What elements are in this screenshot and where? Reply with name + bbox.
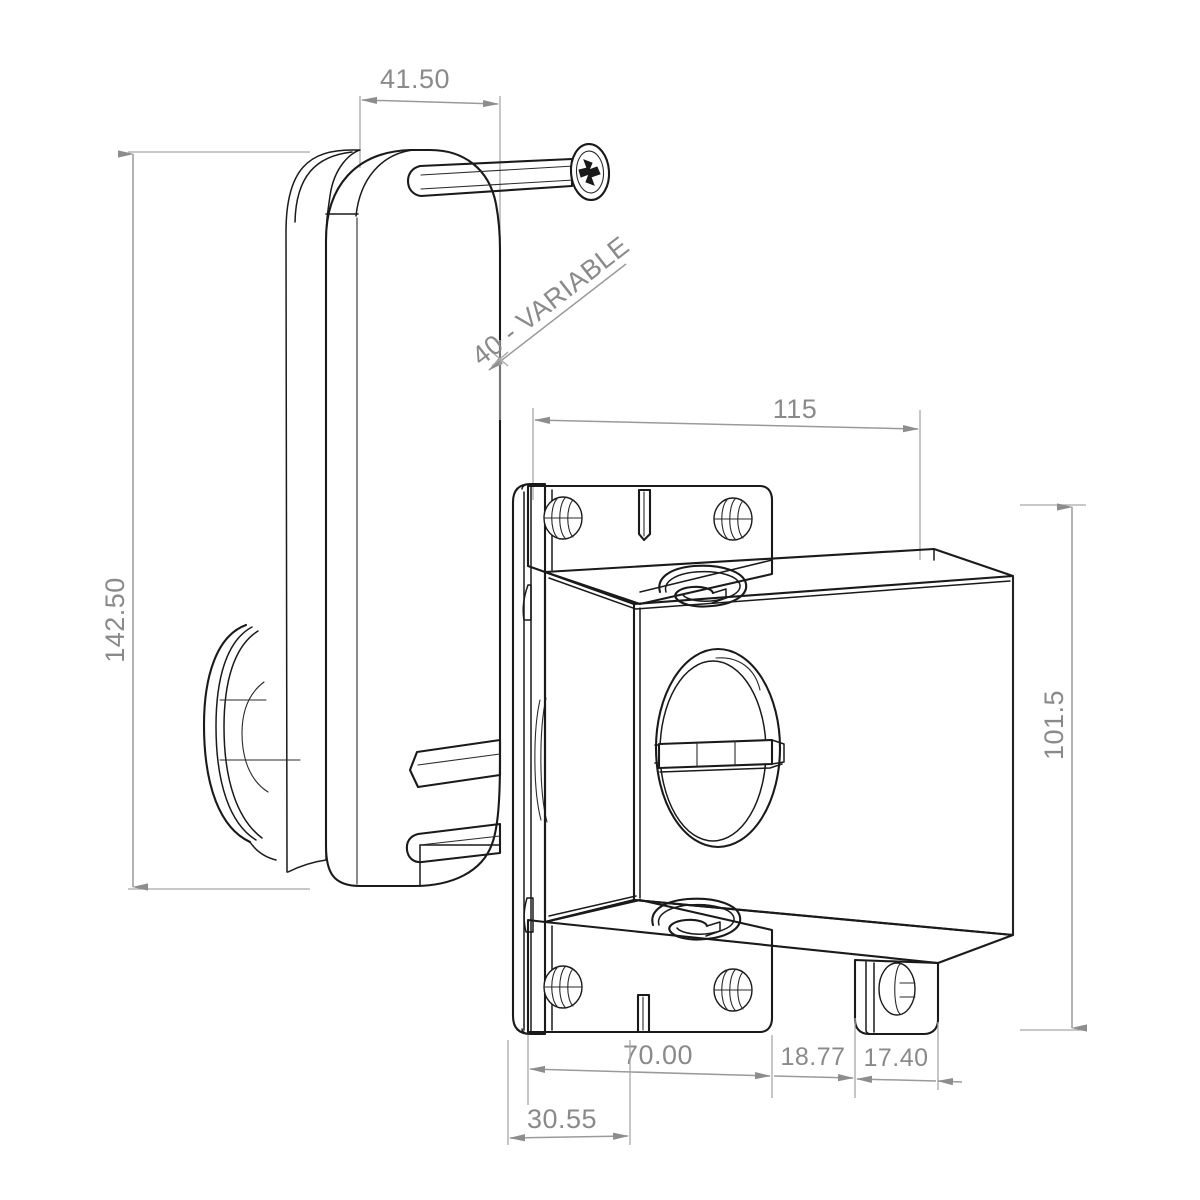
phillips-head-screw <box>569 142 611 202</box>
upper-mounting-flange <box>526 484 774 606</box>
dimension-label-40-variable: 40 - VARIABLE <box>466 230 635 371</box>
dimension-top-width: 41.50 <box>359 64 501 420</box>
dimension-offset-bottom: 30.55 <box>507 1040 631 1145</box>
dimension-label-41-50: 41.50 <box>380 64 450 94</box>
rectangular-enclosure <box>543 547 1015 965</box>
spiral-emblem-bottom <box>651 897 742 941</box>
dimension-label-70-00: 70.00 <box>623 1040 693 1070</box>
side-mounting-tab <box>853 958 940 1036</box>
lower-support-rod <box>405 822 502 864</box>
cylindrical-shaft <box>406 157 575 198</box>
screw-hole-bottom-left <box>543 965 583 1009</box>
spiral-emblem-top <box>658 564 748 608</box>
dimension-label-30-55: 30.55 <box>527 1104 597 1134</box>
dimension-label-115: 115 <box>773 394 818 424</box>
upper-support-rod <box>408 738 502 789</box>
leader-40-variable: 40 - VARIABLE <box>466 230 635 420</box>
rounded-rectangular-housing <box>285 148 502 888</box>
dimension-left-height: 142.50 <box>100 150 310 891</box>
screw-hole-bottom-right <box>713 968 753 1012</box>
rear-circular-disc <box>202 623 301 861</box>
dimension-base-chain: 70.00 18.77 17.40 <box>527 1018 963 1105</box>
cable-clamp-bar <box>654 738 785 773</box>
dimension-box-width: 115 <box>532 394 921 560</box>
vertical-mounting-plate <box>511 482 548 1036</box>
screw-hole-top-right <box>713 497 753 541</box>
dimension-label-101-5: 101.5 <box>1039 690 1069 760</box>
dimension-label-142-50: 142.50 <box>100 577 130 663</box>
lower-mounting-flange <box>526 898 774 1034</box>
dimension-label-18-77: 18.77 <box>780 1043 845 1071</box>
dimension-box-height: 101.5 <box>1020 503 1087 1032</box>
phillips-cross-icon <box>578 159 601 186</box>
dimension-label-17-40: 17.40 <box>863 1044 928 1072</box>
screw-hole-top-left <box>543 496 583 540</box>
